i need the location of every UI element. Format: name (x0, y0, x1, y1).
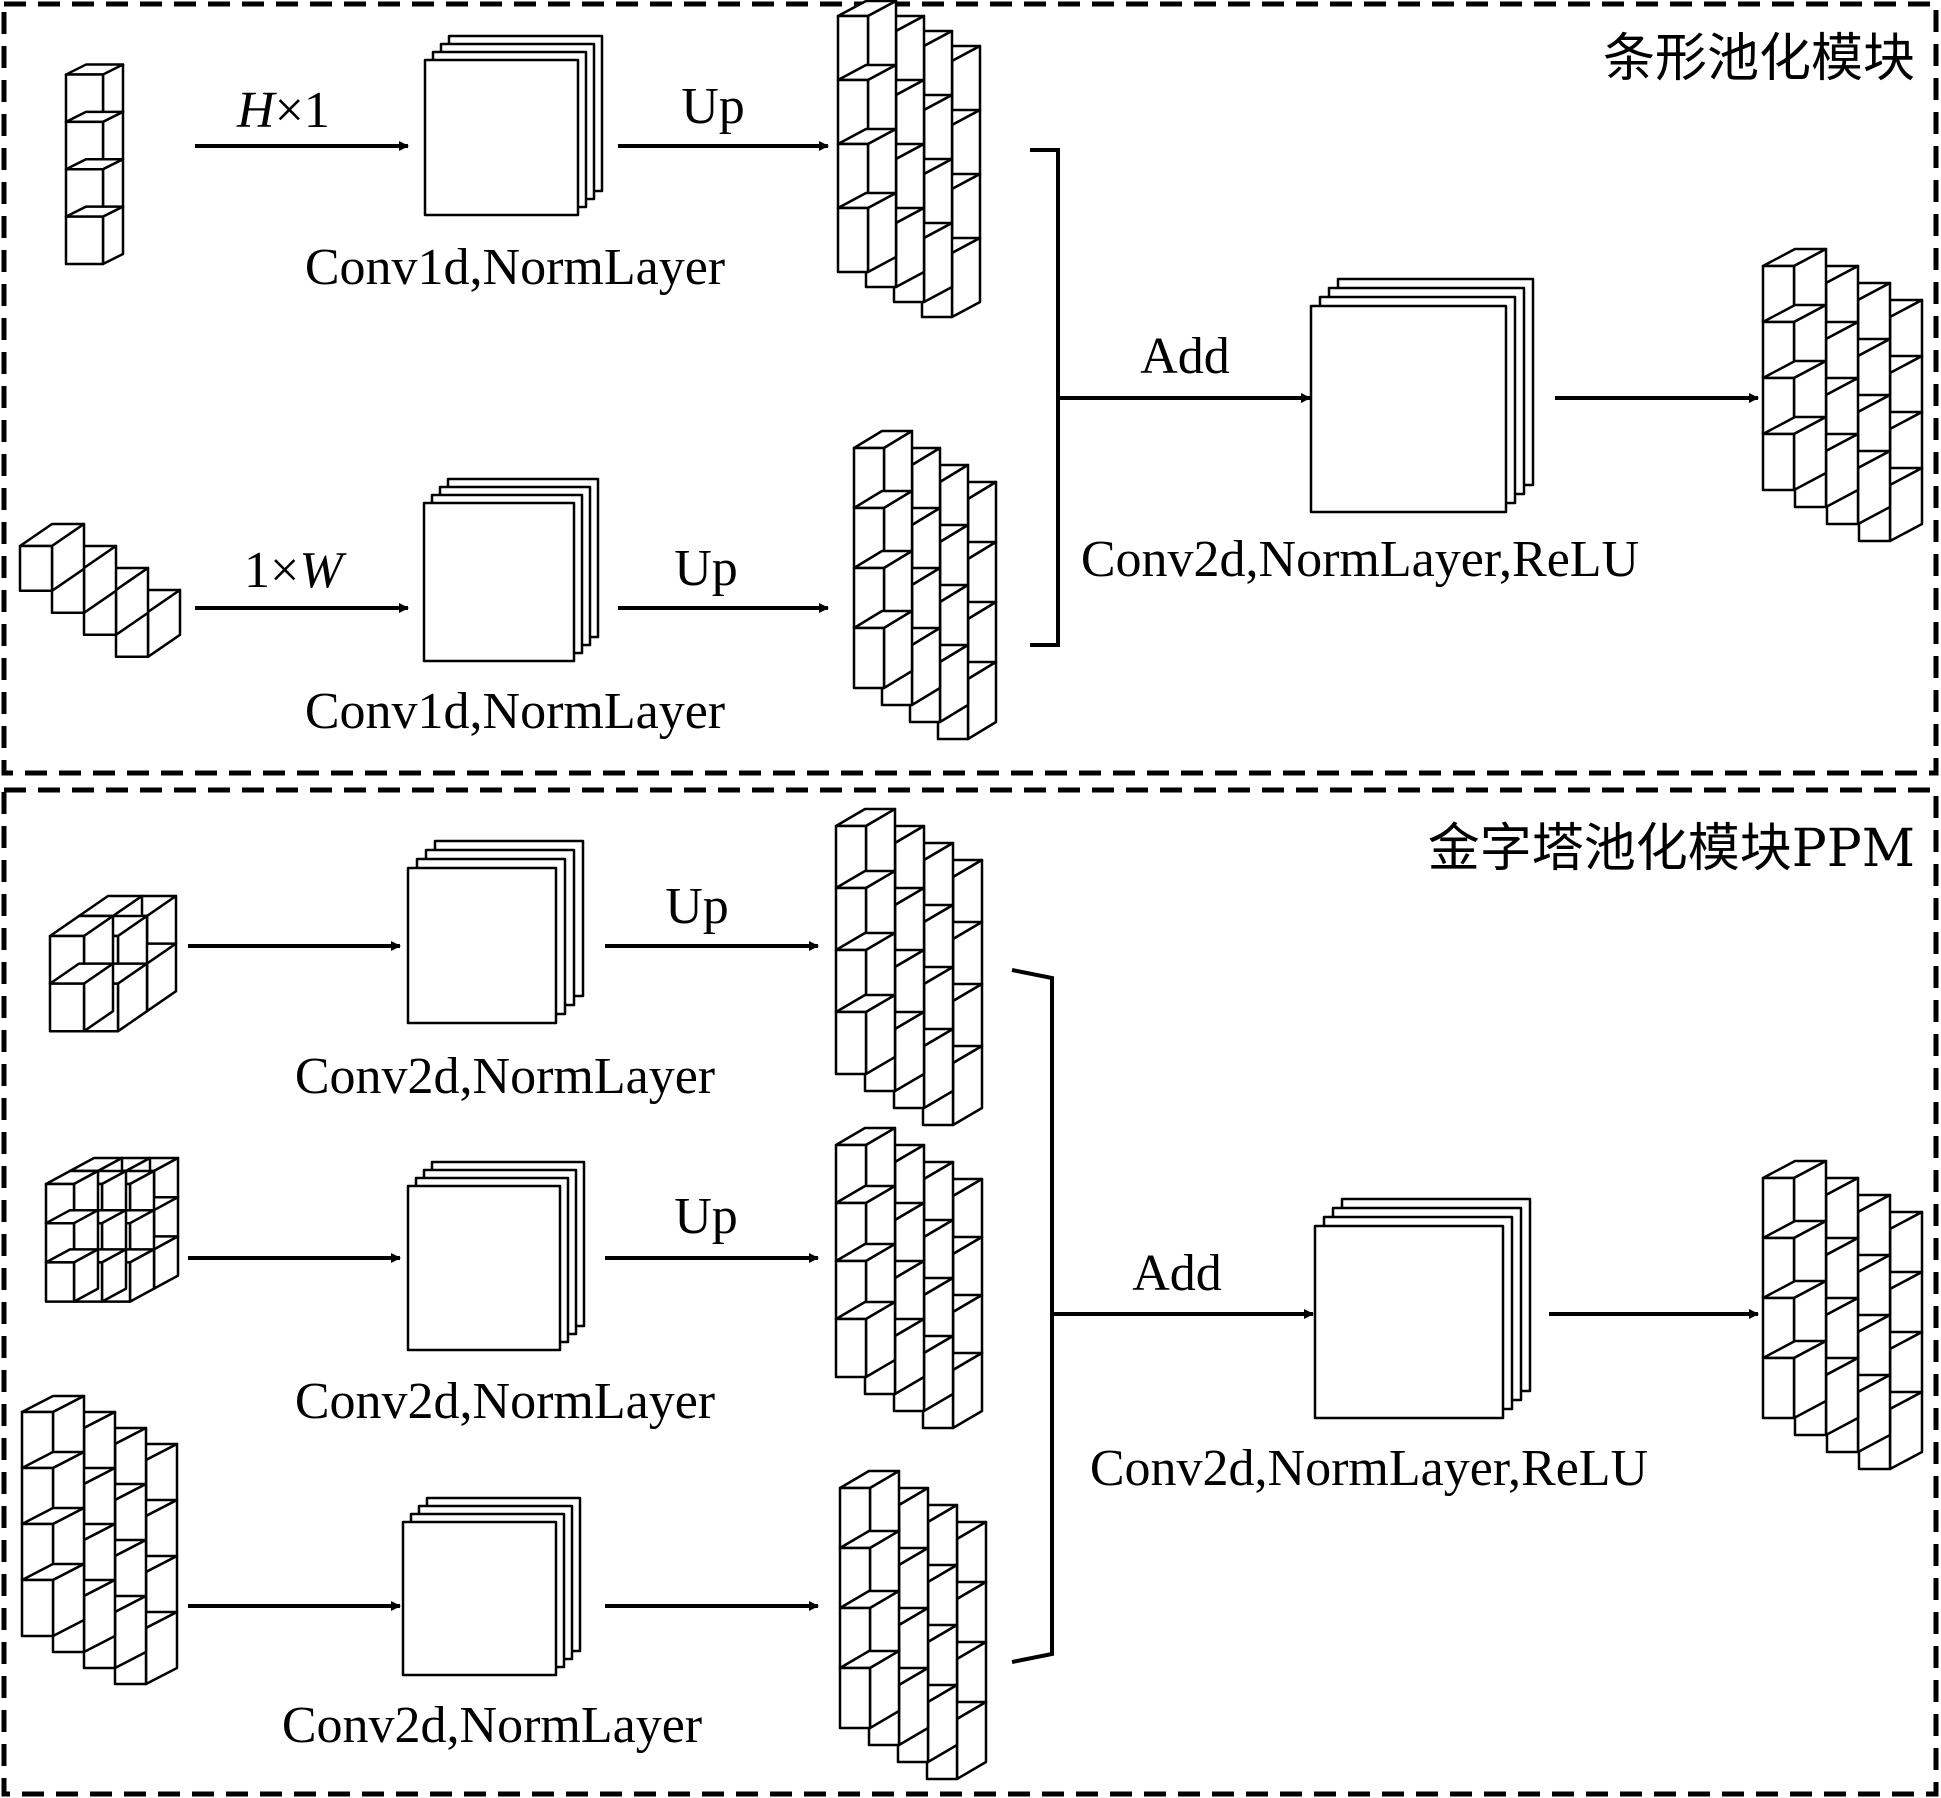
ppm-b3-conv-label: Conv2d,NormLayer (282, 1697, 702, 1754)
strip-w-conv1d-block (422, 477, 600, 663)
strip-add-bracket (1030, 148, 1060, 647)
ppm-b3-conv2d-block (401, 1496, 582, 1677)
ppm-b1-conv-label: Conv2d,NormLayer (295, 1048, 715, 1105)
strip-h-conv1d-block (423, 34, 604, 217)
ppm-panel: 金字塔池化模块PPM Conv2d,NormLayer Up Conv2d,No… (1, 787, 1939, 1797)
strip-pooling-panel: 条形池化模块 H×1 Conv1d,NormLayer Up 1×W Conv1… (1, 0, 1939, 776)
strip-w-upsampled-tensor (852, 429, 998, 741)
strip-h-upsampled-tensor (836, 0, 982, 319)
ppm-b3-output-tensor (838, 1469, 988, 1781)
ppm-add-label: Add (1132, 1245, 1222, 1302)
strip-h-dim-label: H×1 (236, 82, 330, 139)
strip-h-input-tensor (64, 63, 125, 266)
strip-w-up-label: Up (674, 540, 738, 597)
ppm-input-2x2 (48, 894, 178, 1033)
ppm-input-4x4 (20, 1394, 179, 1686)
ppm-fuse-label: Conv2d,NormLayer,ReLU (1090, 1440, 1648, 1497)
ppm-b2-conv-label: Conv2d,NormLayer (295, 1373, 715, 1430)
strip-add-label: Add (1140, 328, 1230, 385)
ppm-panel-frame (1, 787, 1939, 1797)
strip-pooling-panel-frame (1, 1, 1939, 776)
ppm-b1-conv2d-block (406, 839, 585, 1025)
strip-fuse-label: Conv2d,NormLayer,ReLU (1081, 531, 1639, 588)
ppm-b2-upsampled-tensor (834, 1126, 984, 1430)
strip-w-conv-label: Conv1d,NormLayer (305, 683, 725, 740)
ppm-b2-conv2d-block (406, 1160, 586, 1352)
ppm-fuse-conv2d-block (1313, 1197, 1532, 1420)
ppm-b1-upsampled-tensor (834, 807, 984, 1127)
ppm-output-tensor (1761, 1159, 1924, 1471)
strip-h-conv-label: Conv1d,NormLayer (305, 239, 725, 296)
strip-output-tensor (1761, 247, 1924, 543)
ppm-b2-up-label: Up (674, 1188, 738, 1245)
strip-pooling-title: 条形池化模块 (1603, 29, 1915, 89)
strip-fuse-conv2d-block (1309, 277, 1535, 514)
ppm-title: 金字塔池化模块PPM (1428, 819, 1915, 879)
strip-h-up-label: Up (681, 78, 745, 135)
strip-w-input-tensor (18, 522, 182, 659)
ppm-b1-up-label: Up (665, 878, 729, 935)
ppm-add-bracket (1011, 968, 1054, 1664)
ppm-input-3x3 (44, 1156, 180, 1303)
strip-w-dim-label: 1×W (244, 542, 347, 599)
